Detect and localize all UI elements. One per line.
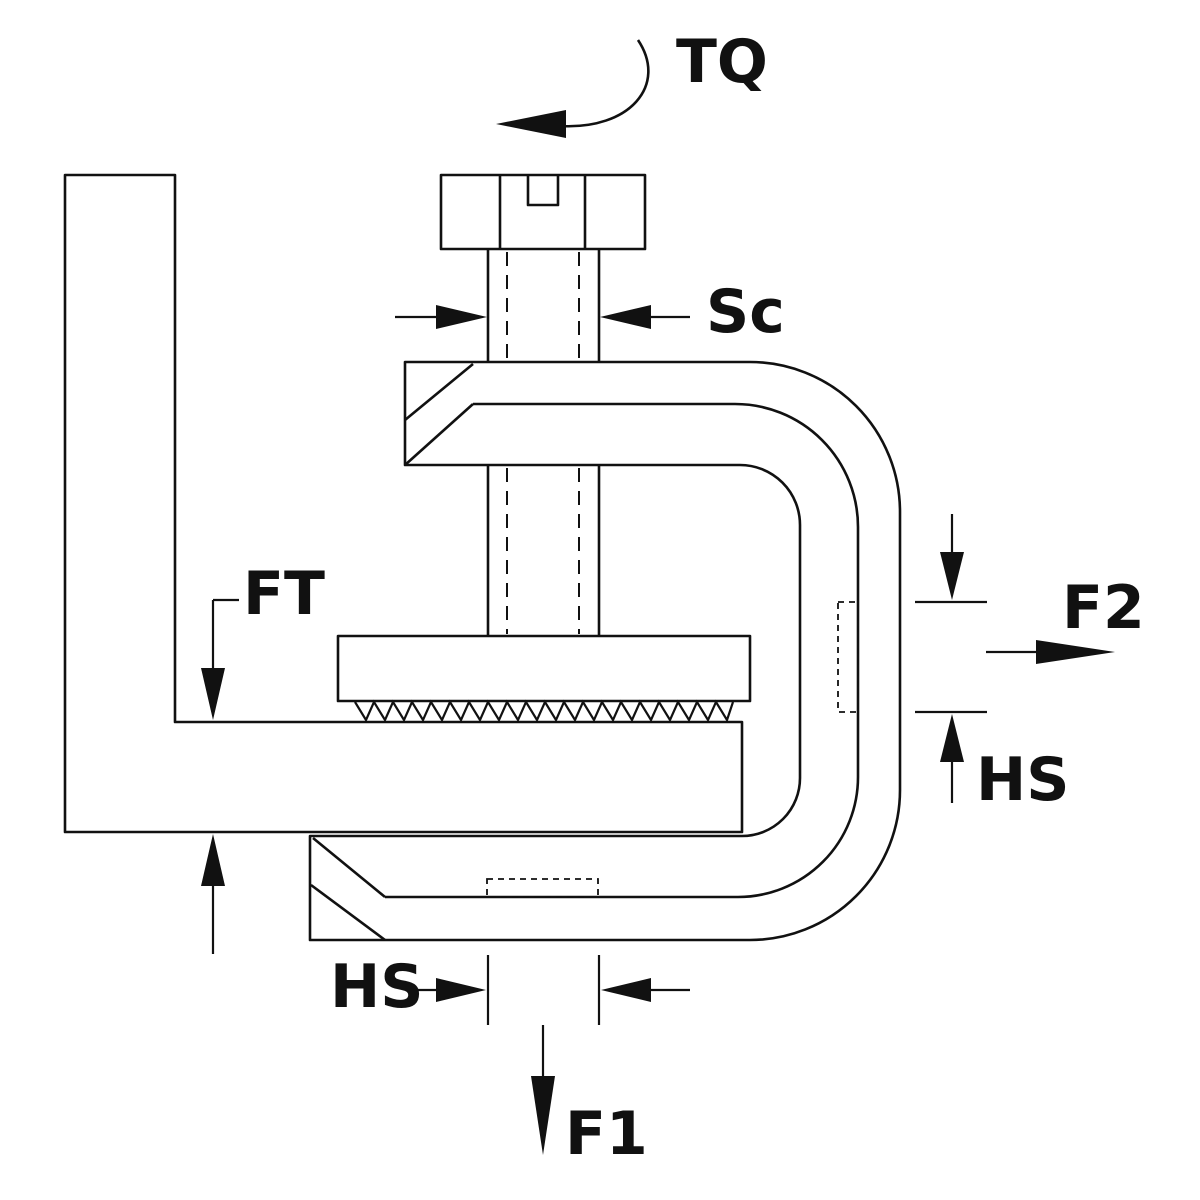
serrated-teeth xyxy=(354,699,735,723)
flange-thickness-arrows xyxy=(201,598,239,954)
flange-outline xyxy=(63,173,744,834)
torque-arrow xyxy=(496,39,650,138)
hole-size-right-label: HS xyxy=(976,745,1069,815)
screw-label: Sc xyxy=(706,277,785,347)
force-1-arrow xyxy=(531,1025,555,1155)
force-2-label: F2 xyxy=(1062,573,1145,643)
screw-shank-upper xyxy=(486,249,601,362)
force-1-label: F1 xyxy=(565,1099,648,1169)
hole-size-right-dimension xyxy=(915,514,987,803)
torque-label: TQ xyxy=(676,27,768,97)
hole-size-bottom-dimension xyxy=(412,955,690,1025)
screw-shank-lower xyxy=(486,465,601,636)
screw-head xyxy=(439,173,647,251)
hole-size-bottom-label: HS xyxy=(330,952,423,1022)
force-2-arrow xyxy=(986,640,1115,664)
clamp-body xyxy=(308,360,902,942)
pressure-plate xyxy=(336,634,752,703)
screw-dimension-arrows xyxy=(395,305,690,329)
flange-thickness-label: FT xyxy=(243,559,325,629)
